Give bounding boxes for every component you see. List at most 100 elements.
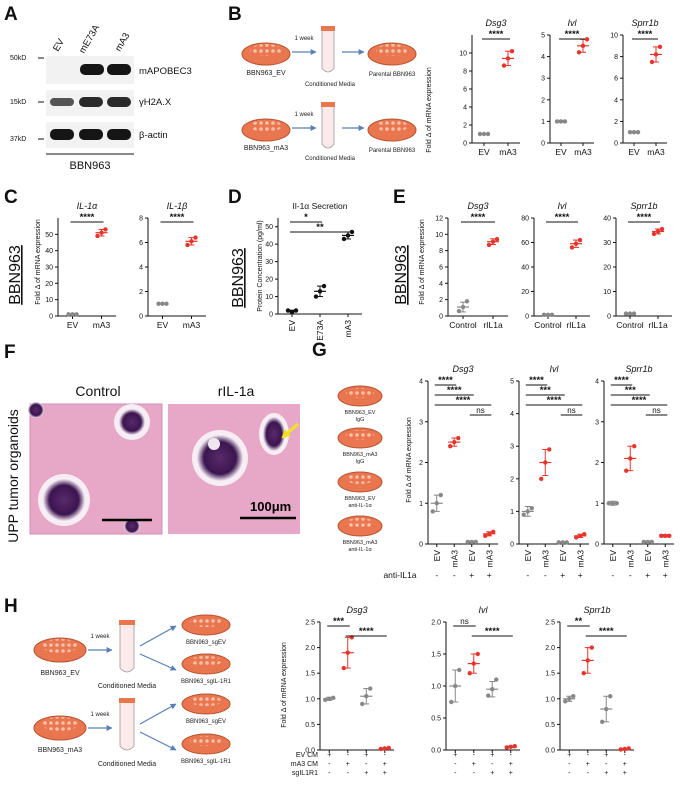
significance-label: ** <box>575 616 583 627</box>
data-point <box>649 59 655 65</box>
data-point <box>490 239 496 244</box>
x-tick-label: Control <box>616 320 644 330</box>
dish-sublabel: anti-IL-1α <box>348 547 372 553</box>
significance-label: **** <box>489 29 504 40</box>
chart-title: Sprr1b <box>625 364 652 374</box>
y-tick-label: 0 <box>49 314 53 321</box>
factor-sign: - <box>611 570 614 580</box>
factor-sign: - <box>544 570 547 580</box>
factor-sign: - <box>347 752 350 759</box>
chart-title: IL-1α <box>77 201 99 211</box>
chart-title: Ivl <box>479 605 489 615</box>
image-title-ril1a: rIL-1a <box>218 383 255 399</box>
y-tick-label: 0 <box>607 314 611 321</box>
data-point <box>487 531 492 537</box>
chart-title: Ivl <box>550 364 560 374</box>
organoid <box>43 479 85 521</box>
media-label: Conditioned Media <box>305 82 356 88</box>
data-point <box>483 533 488 539</box>
y-tick-label: 50 <box>265 224 273 231</box>
data-point <box>465 539 470 545</box>
significance-label: **** <box>614 375 629 386</box>
y-tick-label: 8 <box>439 248 443 255</box>
dish-label: BBN963_mA3 <box>244 145 288 152</box>
data-point <box>467 671 472 676</box>
panel-label-e: E <box>393 187 406 208</box>
data-point <box>623 311 629 316</box>
factor-sign: - <box>605 761 608 768</box>
data-point <box>185 242 190 248</box>
data-point <box>659 533 664 539</box>
y-tick-label: 10 <box>435 232 443 239</box>
y-tick-label: 80 <box>521 216 529 223</box>
organoid <box>28 402 44 418</box>
chart-title: Dsg3 <box>485 18 506 28</box>
dish-label: BBN963_EV <box>345 410 376 416</box>
data-point <box>569 245 575 250</box>
data-point <box>614 501 619 506</box>
x-tick-label: EV <box>432 550 442 562</box>
y-tick-label: 2 <box>595 460 599 467</box>
lane-label-ev: EV <box>51 36 67 53</box>
data-point <box>449 699 454 705</box>
y-tick-label: 0 <box>269 312 273 319</box>
organoid <box>263 417 285 451</box>
y-tick-label: 0.5 <box>431 716 441 723</box>
x-tick-label: EV <box>558 550 568 562</box>
x-tick-label: rIL1a <box>648 320 668 330</box>
x-tick-label: mA3 <box>93 320 111 330</box>
data-point <box>521 512 526 517</box>
western-blot: EV mE73A mA3 50kD 15kD 37kD mAPOBEC3 γH2… <box>10 22 192 172</box>
scale-bar-label: 100μm <box>250 499 291 514</box>
data-point <box>331 695 336 700</box>
x-tick-label: EV <box>628 147 640 157</box>
factor-sign: - <box>526 570 529 580</box>
data-point <box>525 509 530 514</box>
significance-label: **** <box>485 626 500 637</box>
y-tick-label: 6 <box>614 76 618 83</box>
chart-title: Ivl <box>568 18 578 28</box>
data-point <box>494 237 500 242</box>
y-tick-label: 5 <box>510 379 514 386</box>
band-h2ax-lane2 <box>79 97 103 107</box>
factor-sign: - <box>587 770 590 777</box>
data-point <box>547 447 552 452</box>
data-point <box>573 241 579 246</box>
factor-sign: - <box>384 752 387 759</box>
y-tick-label: 0 <box>419 542 423 549</box>
data-point <box>663 533 668 539</box>
y-tick-label: 10 <box>45 297 53 304</box>
y-tick-label: 3 <box>419 419 423 426</box>
time-label: 1 week <box>294 112 314 118</box>
significance-label: *** <box>540 385 551 396</box>
y-axis-label-e: Fold Δ of mRNA expression <box>419 219 426 305</box>
factor-sign: + <box>645 570 650 580</box>
data-point <box>582 532 587 537</box>
cell-line-label-e: BBN963 <box>393 245 410 305</box>
y-axis-label-g: Fold Δ of mRNA expression <box>406 417 413 503</box>
y-tick-label: 30 <box>603 240 611 247</box>
time-label: 1 week <box>90 634 110 640</box>
x-tick-label: mA3 <box>183 320 201 330</box>
y-axis-label-c: Fold Δ of mRNA expression <box>35 219 42 305</box>
y-tick-label: 8 <box>139 216 143 223</box>
significance-label: ** <box>316 222 324 233</box>
x-tick-label: EV <box>157 320 169 330</box>
data-point <box>545 312 551 317</box>
y-axis-label-d: Protein Concentration (pg/ml) <box>257 220 264 311</box>
factor-sign: - <box>454 770 457 777</box>
chart-title: Dsg3 <box>452 364 473 374</box>
data-point <box>651 231 657 237</box>
dish-label: BBN963_EV <box>246 70 286 77</box>
data-point <box>549 312 555 317</box>
arrow-indicator <box>281 422 299 439</box>
y-tick-label: 8 <box>463 69 467 76</box>
data-point <box>475 651 480 657</box>
data-point <box>103 227 108 232</box>
data-point <box>645 539 650 545</box>
media-label: Conditioned Media <box>305 156 356 162</box>
data-point <box>585 658 590 663</box>
y-axis-label-b: Fold Δ of mRNA expression <box>426 67 433 153</box>
x-tick-label: EV <box>287 320 297 332</box>
